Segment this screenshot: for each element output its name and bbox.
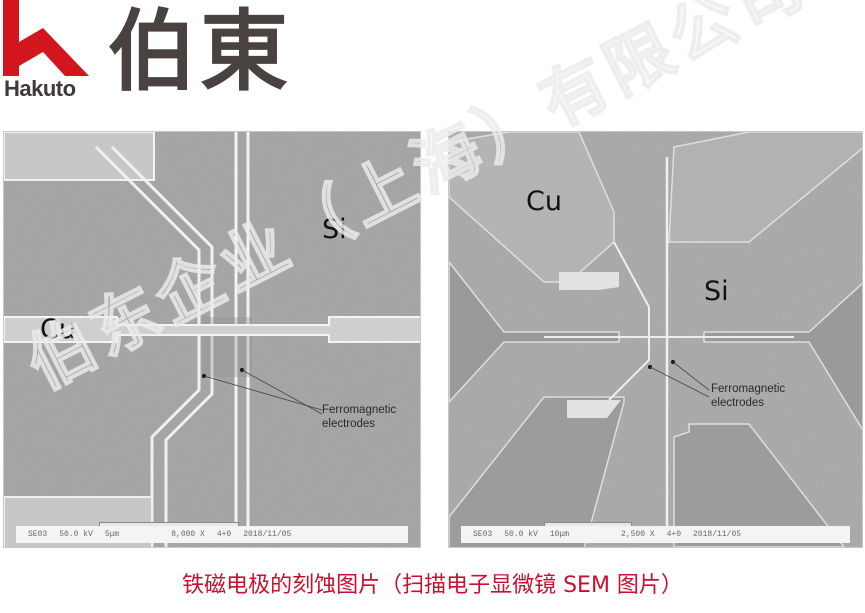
annotation-line2: electrodes bbox=[322, 418, 376, 430]
sem-image-left: Cu Si Ferromagnetic electrodes SE03 50.0… bbox=[3, 131, 421, 548]
figure-caption: 铁磁电极的刻蚀图片（扫描电子显微镜 SEM 图片） bbox=[182, 573, 683, 598]
sem-image-right: Cu Si Ferromagnetic electrodes SE03 50.0… bbox=[448, 131, 863, 548]
hakuto-logo: Hakuto 伯東 bbox=[0, 0, 320, 110]
annotation-line2: electrodes bbox=[711, 397, 765, 409]
mode: 4+0 bbox=[216, 530, 232, 539]
label-si: Si bbox=[704, 276, 729, 307]
voltage: 50.0 kV bbox=[504, 530, 538, 539]
voltage: 50.0 kV bbox=[59, 530, 93, 539]
label-si: Si bbox=[322, 214, 347, 245]
scale: 10μm bbox=[549, 530, 570, 539]
hakuto-h-mark-icon bbox=[3, 0, 89, 76]
sem-right-pattern bbox=[449, 132, 862, 547]
sem-info-bar: SE03 50.0 kV 5μm 8,000 X 4+0 2018/11/05 bbox=[16, 526, 408, 543]
label-cu: Cu bbox=[526, 186, 562, 217]
magnification: 2,500 X bbox=[621, 530, 655, 539]
date: 2018/11/05 bbox=[243, 530, 292, 539]
date: 2018/11/05 bbox=[693, 530, 742, 539]
magnification: 8,000 X bbox=[171, 530, 205, 539]
label-cu: Cu bbox=[40, 314, 76, 345]
brand-name-en: Hakuto bbox=[4, 76, 76, 101]
scale: 5μm bbox=[104, 530, 120, 539]
mode: 4+0 bbox=[666, 530, 682, 539]
sem-info-bar: SE03 50.0 kV 10μm 2,500 X 4+0 2018/11/05 bbox=[461, 526, 850, 543]
brand-name-cn: 伯東 bbox=[108, 0, 293, 103]
annotation-line1: Ferromagnetic bbox=[322, 404, 397, 416]
sem-left-pattern bbox=[4, 132, 420, 547]
annotation-line1: Ferromagnetic bbox=[711, 383, 786, 395]
detector: SE03 bbox=[28, 530, 48, 539]
detector: SE03 bbox=[473, 530, 493, 539]
